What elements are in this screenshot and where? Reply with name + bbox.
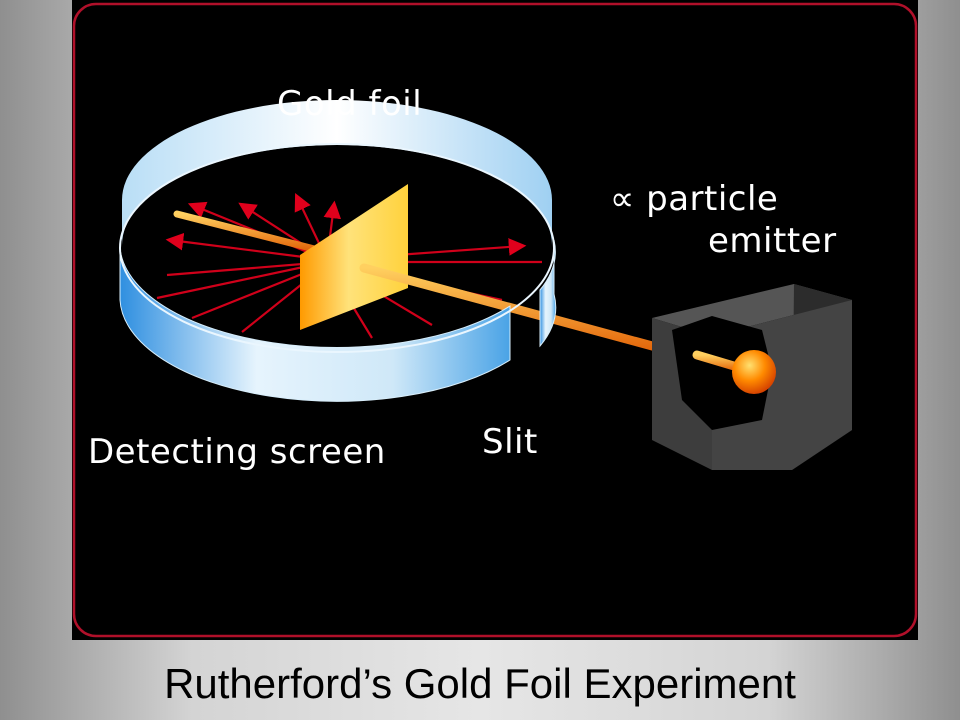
- emitter-label: ∝ particle emitter: [610, 178, 837, 262]
- radium-source: [732, 350, 776, 394]
- screen-rim: [119, 143, 555, 353]
- emitter-label-line1: particle: [646, 179, 779, 219]
- diagram-panel: Gold foil ∝ particle emitter Detecting s…: [72, 0, 918, 640]
- emitter-label-line2: emitter: [708, 221, 837, 261]
- alpha-beam: [359, 263, 709, 365]
- gold-foil-label: Gold foil: [277, 84, 423, 124]
- gold-foil: [300, 184, 408, 330]
- detecting-screen-wall: [119, 247, 511, 402]
- slide-caption: Rutherford’s Gold Foil Experiment: [164, 660, 796, 707]
- detecting-screen-label: Detecting screen: [88, 432, 386, 472]
- screen-back-wall: [122, 100, 552, 245]
- slit-label: Slit: [482, 422, 538, 462]
- particle-emitter: [652, 284, 852, 470]
- alpha-symbol: ∝: [610, 179, 635, 219]
- rutherford-diagram: [72, 2, 918, 638]
- detecting-screen-wall-right: [539, 239, 557, 348]
- frame-border: [72, 2, 918, 638]
- alpha-beam-through: [173, 210, 338, 258]
